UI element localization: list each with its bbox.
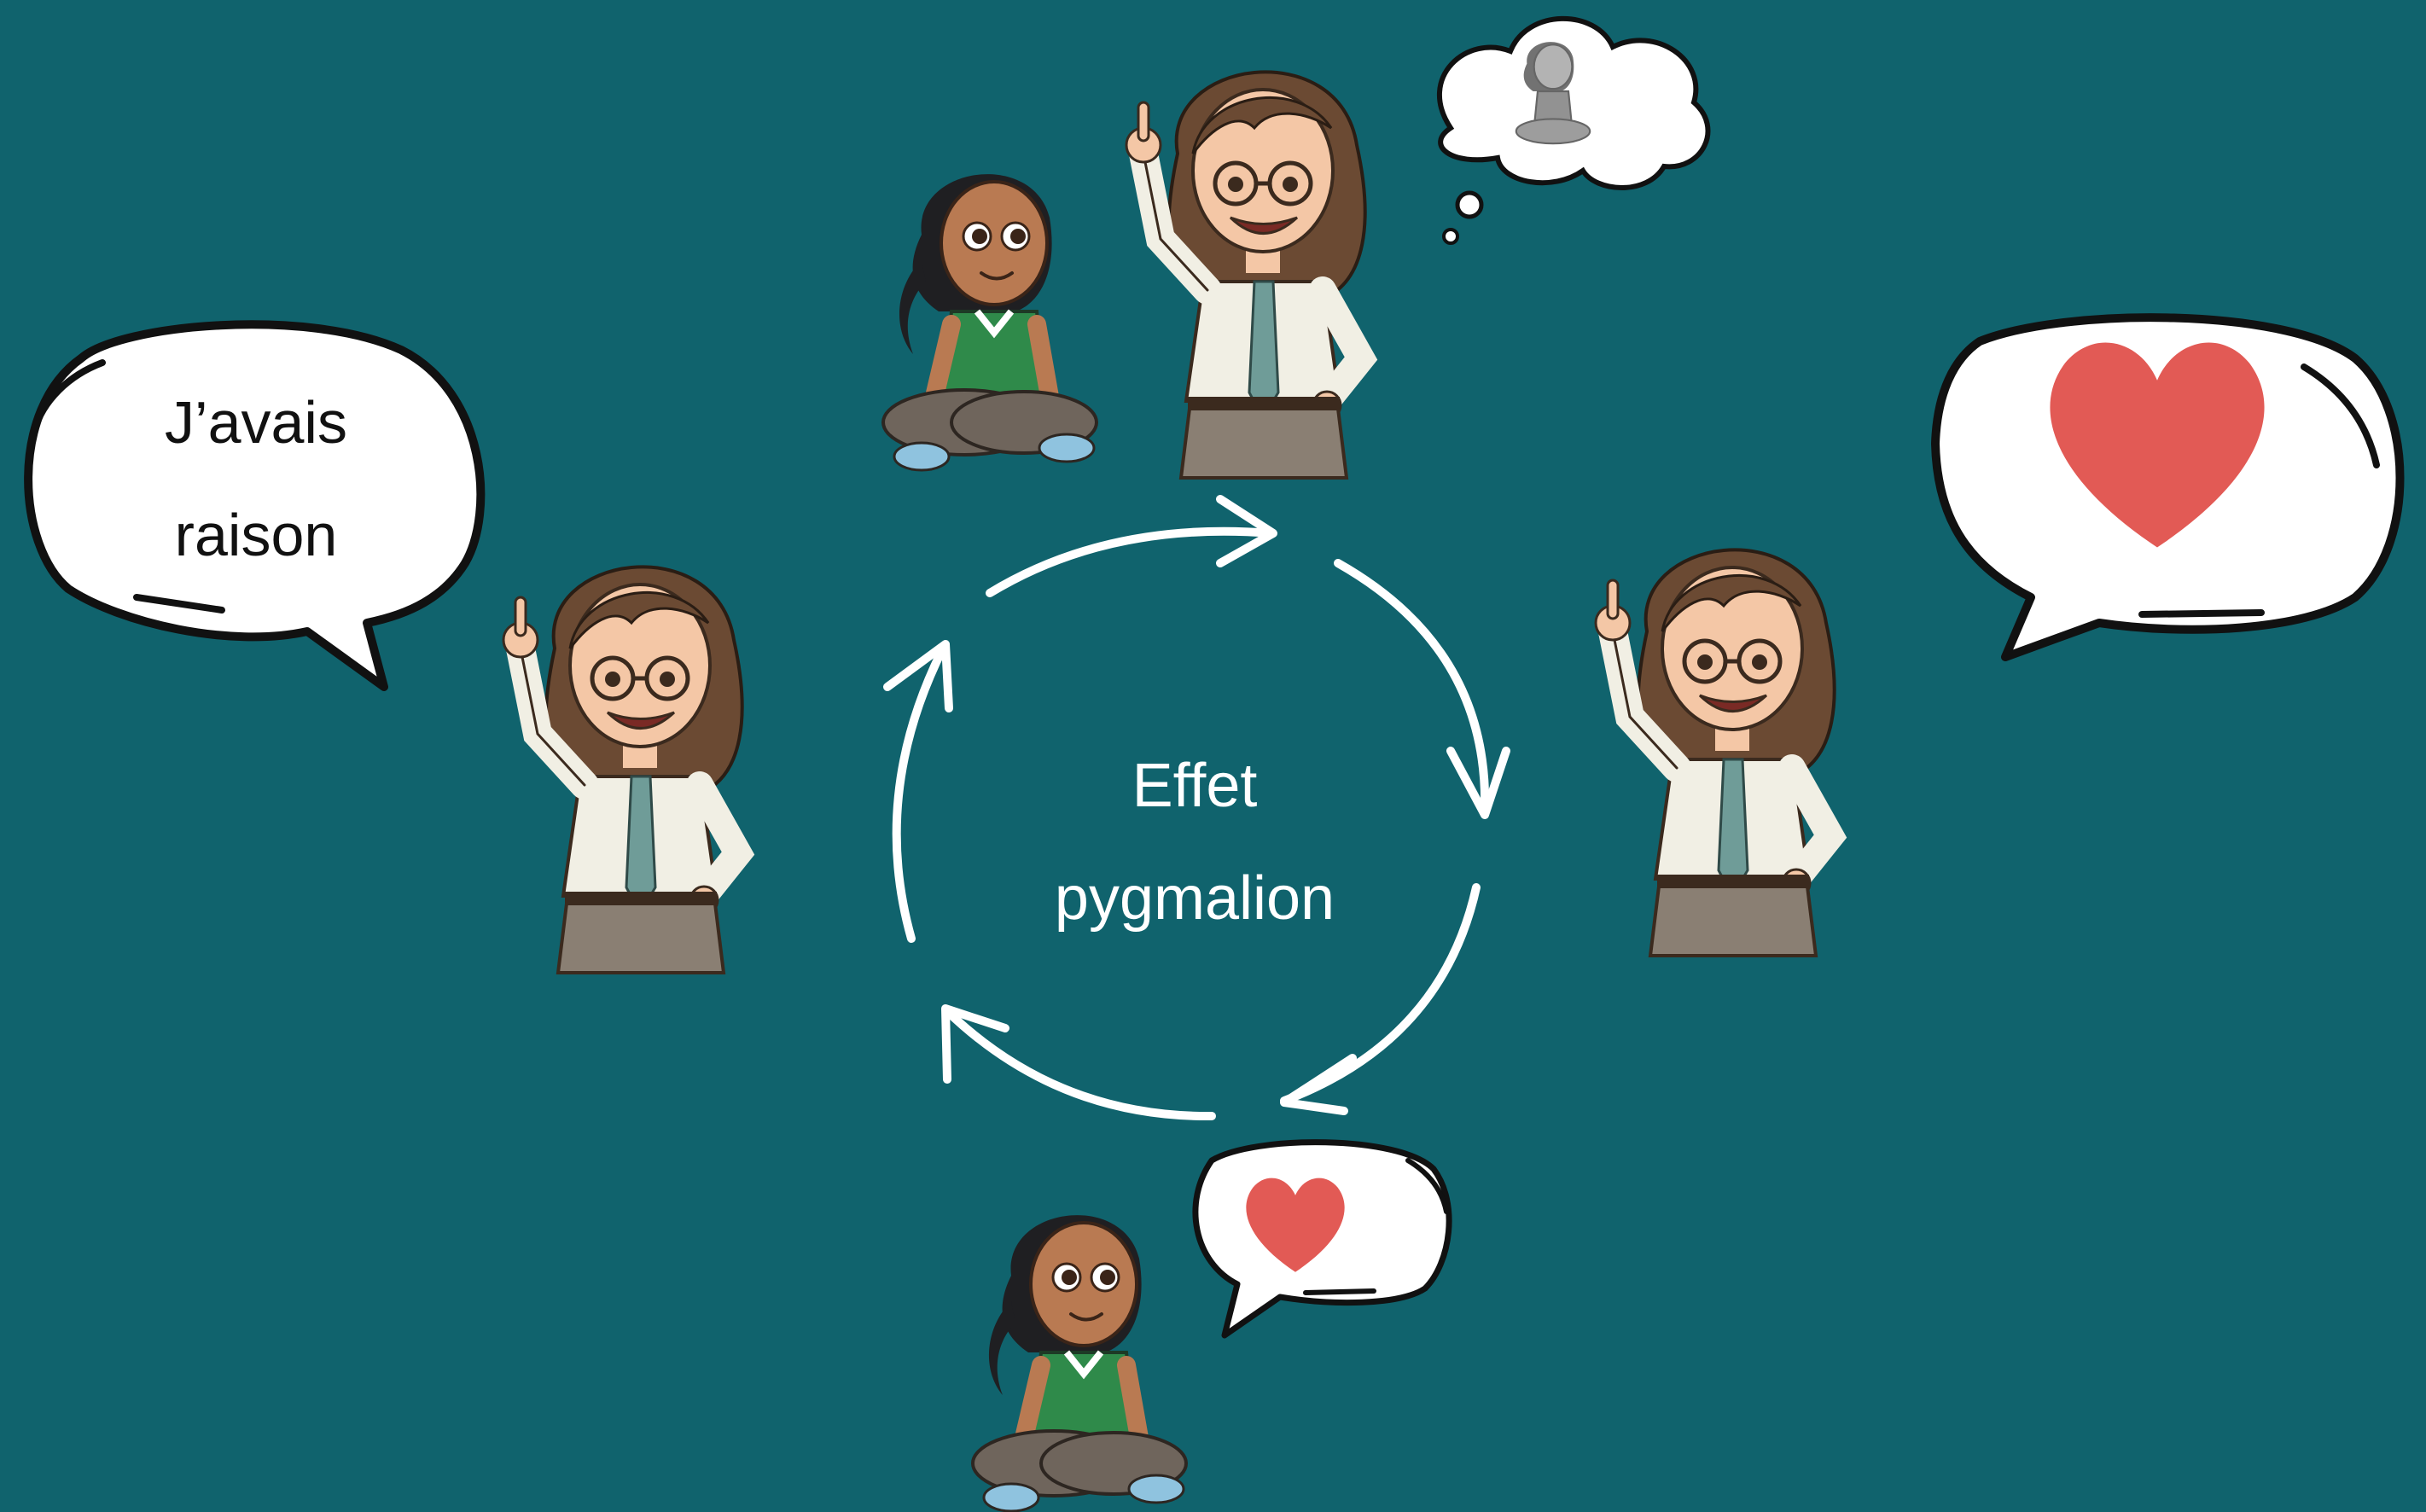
child-figure [883, 174, 1097, 470]
speech-text-line1: J’avais [165, 389, 347, 456]
center-label-line1: Effet [1132, 752, 1258, 820]
teacher-figure-left [503, 567, 742, 973]
center-label-line2: pygmalion [1054, 864, 1335, 933]
speech-text-line2: raison [174, 502, 338, 568]
teacher-figure-right [1596, 550, 1835, 956]
thought-cloud-icon [1437, 15, 1711, 245]
speech-bubble-icon-left [24, 320, 486, 691]
child-figure-bottom [973, 1215, 1186, 1511]
cycle-arrow-icon [883, 495, 1510, 1121]
teacher-figure [1126, 72, 1365, 478]
